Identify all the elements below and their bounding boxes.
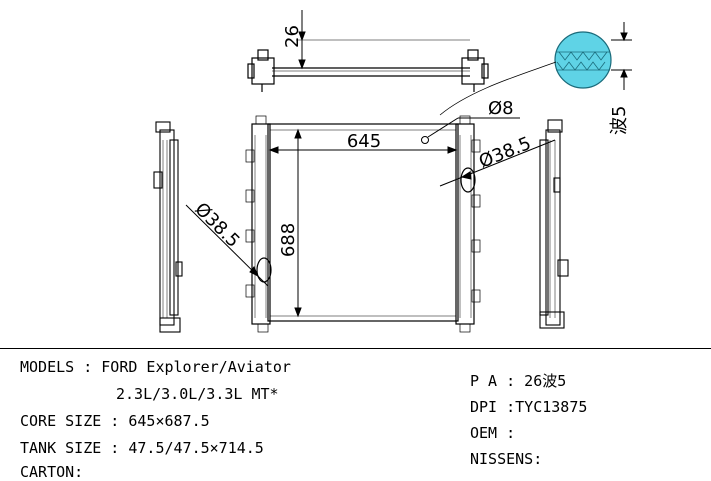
pitch-dimension: [611, 22, 632, 90]
core-height-label: 688: [278, 223, 299, 257]
top-view: [247, 49, 489, 92]
pitch-label: 波5: [609, 106, 630, 135]
hole-label: Ø8: [488, 98, 514, 119]
models-line: MODELS : FORD Explorer/Aviator: [20, 358, 291, 376]
clip-height-label: 26: [282, 25, 303, 48]
inlet-dimension: [439, 139, 556, 187]
right-side-view: [539, 119, 569, 329]
section-divider: [0, 348, 711, 349]
core-height-dimension: [294, 128, 302, 318]
pa: P A : 26波5: [470, 372, 567, 390]
oem: OEM :: [470, 424, 516, 442]
left-side-view: [153, 121, 183, 333]
hole-dimension: [427, 117, 520, 138]
outlet-label: Ø38.5: [190, 199, 243, 252]
fin-detail-bubble: [439, 31, 612, 116]
core-width-dimension: [268, 146, 458, 154]
models-engines: 2.3L/3.0L/3.3L MT*: [116, 385, 279, 403]
dpi: DPI :TYC13875: [470, 398, 588, 416]
core-size: CORE SIZE : 645×687.5: [20, 412, 210, 430]
tank-size: TANK SIZE : 47.5/47.5×714.5: [20, 439, 264, 457]
core-width-label: 645: [347, 131, 381, 152]
inlet-label: Ø38.5: [476, 133, 534, 173]
nissens: NISSENS:: [470, 450, 543, 468]
carton: CARTON:: [20, 463, 84, 481]
radiator-technical-drawing: 26 波5: [153, 10, 632, 333]
outlet-dimension: [185, 204, 269, 287]
clip-height-dimension: [296, 10, 470, 70]
front-view: [245, 115, 481, 333]
